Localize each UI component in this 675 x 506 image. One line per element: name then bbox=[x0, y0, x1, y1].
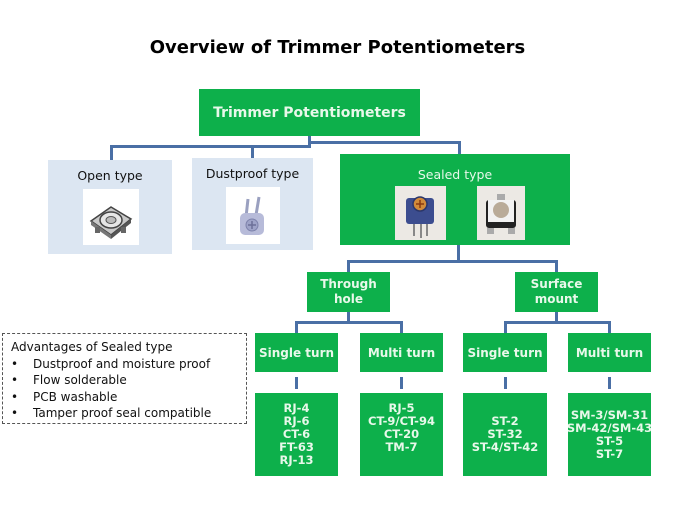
bullet-icon: • bbox=[11, 373, 19, 387]
dustproof-type-trimmer-photo bbox=[226, 187, 280, 244]
connector-l4-4 bbox=[608, 377, 611, 389]
model-item: FT-63 bbox=[279, 440, 314, 454]
connector-mount-bar bbox=[347, 260, 558, 263]
connector-open bbox=[110, 145, 113, 160]
node-through-hole: Through hole bbox=[307, 272, 390, 312]
connector-sealed-down bbox=[457, 245, 460, 262]
node-label-line2: hole bbox=[333, 292, 364, 306]
connector-th-multi bbox=[400, 321, 403, 333]
node-label: Open type bbox=[77, 168, 143, 183]
advantage-text: PCB washable bbox=[33, 389, 118, 404]
connector-left-bar bbox=[110, 145, 311, 148]
trimmer-icon bbox=[406, 196, 434, 238]
page-title: Overview of Trimmer Potentiometers bbox=[149, 37, 526, 58]
model-item: ST-5 bbox=[595, 433, 624, 448]
node-sm-multi-models: SM-3/SM-31 SM-42/SM-43 ST-5 ST-7 bbox=[568, 393, 651, 476]
sealed-through-hole-trimmer-photo bbox=[395, 186, 446, 240]
advantages-box: Advantages of Sealed type • Dustproof and… bbox=[2, 333, 247, 424]
node-label: Dustproof type bbox=[205, 166, 300, 181]
node-label: Sealed type bbox=[417, 167, 493, 182]
connector-l4-1 bbox=[295, 377, 298, 389]
model-item: ST-7 bbox=[595, 446, 624, 461]
model-item: ST-2 bbox=[491, 414, 519, 428]
open-type-trimmer-photo bbox=[83, 189, 139, 245]
node-sealed-type: Sealed type bbox=[340, 154, 570, 245]
node-sm-single-models: ST-2 ST-32 ST-4/ST-42 bbox=[463, 393, 547, 476]
connector-sm-single bbox=[504, 321, 507, 333]
connector-sealed bbox=[458, 141, 461, 154]
connector-th-bar bbox=[295, 321, 403, 324]
trimmer-icon bbox=[89, 206, 133, 239]
connector-right-bar bbox=[308, 141, 461, 144]
model-item: ST-32 bbox=[487, 427, 523, 441]
bullet-icon: • bbox=[11, 356, 19, 371]
connector-th-down bbox=[347, 312, 350, 323]
advantage-text: Flow solderable bbox=[33, 373, 127, 387]
connector-th-single bbox=[295, 321, 298, 333]
node-surface-mount: Surface mount bbox=[515, 272, 598, 312]
model-item: TM-7 bbox=[385, 440, 418, 454]
connector-sm-multi bbox=[608, 321, 611, 333]
advantage-text: Dustproof and moisture proof bbox=[33, 356, 211, 371]
trimmer-icon bbox=[486, 194, 516, 234]
node-th-multi-models: RJ-5 CT-9/CT-94 CT-20 TM-7 bbox=[360, 393, 443, 476]
model-item: SM-3/SM-31 bbox=[570, 407, 649, 422]
connector-sm-down bbox=[555, 312, 558, 323]
node-label-line2: mount bbox=[534, 292, 579, 306]
root-node: Trimmer Potentiometers bbox=[199, 89, 420, 136]
node-dustproof-type: Dustproof type bbox=[192, 158, 313, 250]
advantage-text: Tamper proof seal compatible bbox=[33, 406, 212, 420]
advantages-list: • Dustproof and moisture proof • Flow sold… bbox=[11, 356, 238, 422]
model-item: CT-6 bbox=[282, 427, 311, 441]
connector-l4-2 bbox=[400, 377, 403, 389]
model-item: ST-4/ST-42 bbox=[471, 440, 539, 454]
advantages-heading: Advantages of Sealed type bbox=[11, 340, 173, 354]
connector-dustproof bbox=[251, 145, 254, 158]
trimmer-icon bbox=[240, 196, 264, 235]
model-item: RJ-6 bbox=[283, 414, 310, 428]
connector-sm-bar bbox=[504, 321, 611, 324]
node-th-single-models: RJ-4 RJ-6 CT-6 FT-63 RJ-13 bbox=[255, 393, 338, 476]
node-th-single-turn: Single turn bbox=[255, 333, 338, 372]
node-label-line1: Surface bbox=[530, 277, 583, 291]
bullet-icon: • bbox=[11, 406, 19, 420]
model-item: RJ-5 bbox=[388, 401, 415, 415]
connector-surface-mount bbox=[555, 260, 558, 272]
node-sm-multi-turn: Multi turn bbox=[568, 333, 651, 372]
model-item: CT-9/CT-94 bbox=[368, 414, 435, 428]
model-item: RJ-4 bbox=[283, 401, 310, 415]
node-label-line1: Through bbox=[320, 277, 377, 291]
connector-l4-3 bbox=[504, 377, 507, 389]
sealed-surface-mount-trimmer-photo bbox=[477, 186, 525, 240]
advantage-item: • Tamper proof seal compatible bbox=[11, 405, 238, 422]
advantage-item: • PCB washable bbox=[11, 389, 238, 406]
node-th-multi-turn: Multi turn bbox=[360, 333, 443, 372]
model-item: RJ-13 bbox=[279, 453, 314, 467]
model-item: SM-42/SM-43 bbox=[568, 420, 651, 435]
advantage-item: • Dustproof and moisture proof bbox=[11, 356, 238, 373]
node-open-type: Open type bbox=[48, 160, 172, 254]
node-sm-single-turn: Single turn bbox=[463, 333, 547, 372]
connector-through-hole bbox=[347, 260, 350, 272]
bullet-icon: • bbox=[11, 389, 19, 404]
advantage-item: • Flow solderable bbox=[11, 372, 238, 389]
model-item: CT-20 bbox=[383, 427, 420, 441]
